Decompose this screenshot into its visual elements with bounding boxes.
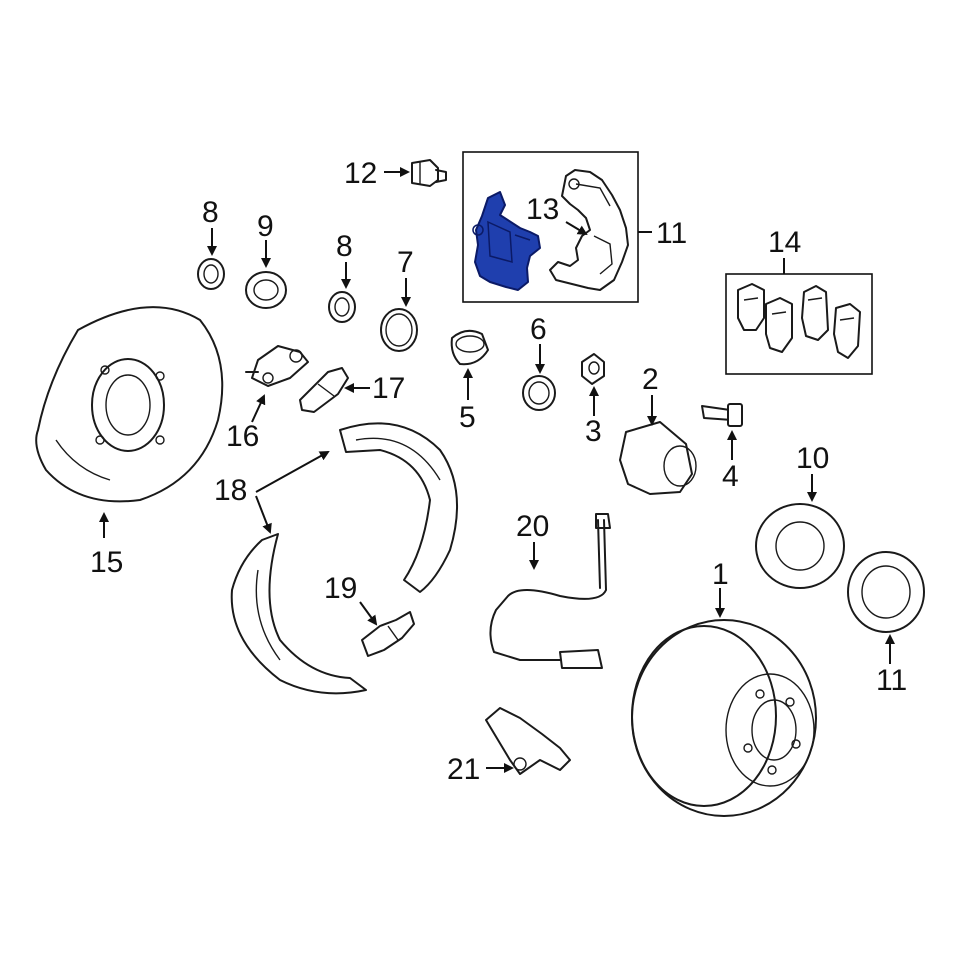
callout-16: 15 — [90, 546, 123, 579]
caliper-bracket[interactable] — [549, 169, 629, 291]
part-22-sensor[interactable] — [485, 707, 571, 775]
callout-17: 16 — [226, 420, 259, 453]
callout-14: 13 — [526, 193, 559, 226]
part-21-brake-hose[interactable] — [489, 513, 611, 669]
callout-labels: 12 8 9 13 11 14 8 7 6 2 17 5 3 16 10 4 1… — [90, 157, 907, 786]
part-15-brake-pads[interactable] — [737, 283, 861, 359]
caliper-assembly-box — [462, 151, 639, 303]
part-9-seal[interactable] — [245, 271, 287, 309]
callout-15: 14 — [768, 226, 801, 259]
part-18-adjuster[interactable] — [299, 367, 349, 413]
part-4-bolt[interactable] — [701, 403, 743, 427]
callout-19: 18 — [214, 474, 247, 507]
callout-13: 12 — [344, 157, 377, 190]
part-10-dust-shield[interactable] — [755, 503, 845, 589]
part-17-guide[interactable] — [245, 345, 309, 387]
callout-10: 10 — [796, 442, 829, 475]
part-19-brake-shoes[interactable] — [230, 422, 459, 695]
part-2-hub[interactable] — [619, 421, 697, 495]
part-13-bolt[interactable] — [411, 159, 447, 187]
part-11-gasket[interactable] — [847, 551, 925, 633]
callout-8-right: 8 — [336, 230, 353, 263]
callout-4: 4 — [722, 460, 739, 493]
callout-21: 20 — [516, 510, 549, 543]
part-8-washer-right[interactable] — [328, 291, 356, 323]
part-8-washer-left[interactable] — [197, 258, 225, 290]
part-5-boot[interactable] — [450, 329, 489, 366]
callout-5: 5 — [459, 401, 476, 434]
callout-18: 17 — [372, 372, 405, 405]
callout-6: 6 — [530, 313, 547, 346]
leader-lines — [99, 167, 895, 773]
callout-1: 1 — [712, 558, 729, 591]
part-20-bleeder[interactable] — [361, 611, 415, 657]
callout-12: 11 — [656, 217, 687, 250]
callout-9: 9 — [257, 210, 274, 243]
callout-3: 3 — [585, 415, 602, 448]
callout-11: 11 — [876, 664, 907, 697]
part-14-caliper-highlighted[interactable] — [472, 191, 541, 291]
callout-7: 7 — [397, 246, 414, 279]
part-6-seal[interactable] — [522, 375, 556, 411]
part-1-rotor[interactable] — [631, 619, 817, 817]
callout-22: 21 — [447, 753, 480, 786]
callout-2: 2 — [642, 363, 659, 396]
callout-20: 19 — [324, 572, 357, 605]
brake-pads-box — [725, 273, 873, 375]
part-3-nut[interactable] — [581, 353, 605, 385]
part-7-o-ring[interactable] — [380, 308, 418, 352]
part-16-backing-plate[interactable] — [35, 306, 224, 503]
callout-8-left: 8 — [202, 196, 219, 229]
